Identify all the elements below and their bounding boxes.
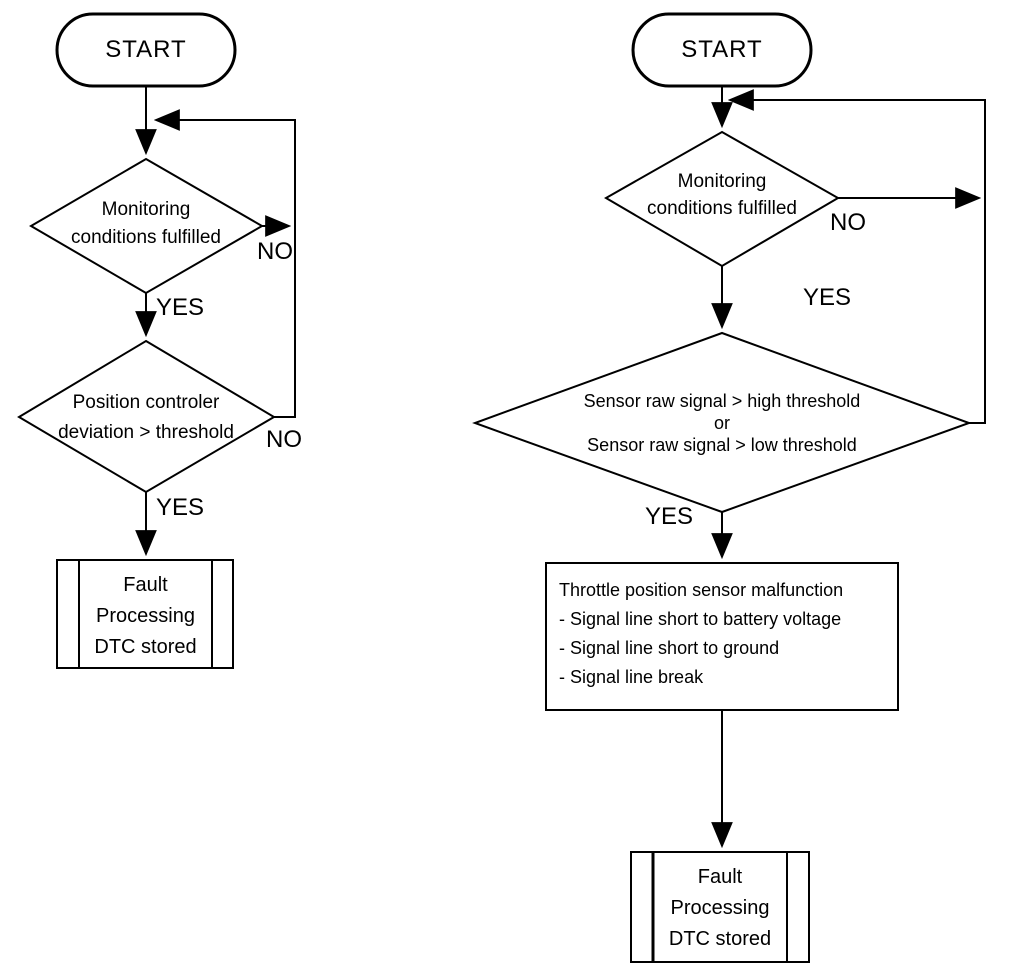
- right-fault-line3: DTC stored: [668, 928, 772, 950]
- left-decision2-yes-label: YES: [156, 494, 205, 521]
- right-process-line1: Throttle position sensor malfunction: [559, 580, 844, 600]
- right-decision1-line2: conditions fulfilled: [647, 198, 797, 219]
- right-fault-line1: Fault: [697, 866, 743, 888]
- right-process-line2: - Signal line short to battery voltage: [559, 609, 842, 629]
- left-decision1-line1: Monitoring: [101, 199, 191, 220]
- right-fault-line2: Processing: [670, 897, 770, 919]
- right-fault-text: Fault Processing DTC stored: [653, 862, 787, 955]
- right-process-line3: - Signal line short to ground: [559, 638, 780, 658]
- left-connector-no-loop: [153, 109, 296, 418]
- right-decision2-text: Sensor raw signal > high threshold or Se…: [500, 390, 944, 456]
- left-decision1-yes-label: YES: [156, 294, 205, 321]
- right-decision2-yes-label: YES: [645, 503, 694, 530]
- right-decision1-line1: Monitoring: [677, 171, 767, 192]
- left-decision2-no-label: NO: [266, 426, 302, 453]
- right-decision1-no-label: NO: [830, 209, 866, 236]
- left-fault-text: Fault Processing DTC stored: [79, 570, 212, 663]
- left-fault-line1: Fault: [123, 574, 168, 596]
- left-decision1-no-label: NO: [257, 238, 293, 265]
- left-decision2-line2: deviation > threshold: [58, 422, 234, 443]
- left-fault-line2: Processing: [96, 605, 195, 627]
- left-decision1-text: Monitoring conditions fulfilled: [40, 196, 252, 252]
- right-decision1-text: Monitoring conditions fulfilled: [616, 168, 828, 222]
- right-connector-no-loop: [727, 89, 986, 424]
- right-start-label: START: [681, 36, 763, 63]
- right-decision1-yes-label: YES: [803, 284, 852, 311]
- right-decision2-line2: or: [713, 413, 730, 433]
- left-decision2-text: Position controler deviation > threshold: [28, 388, 264, 448]
- left-decision1-line2: conditions fulfilled: [71, 227, 221, 248]
- right-process-line4: - Signal line break: [559, 667, 704, 687]
- right-decision2-line3: Sensor raw signal > low threshold: [587, 435, 857, 455]
- right-process-text: Throttle position sensor malfunction - S…: [559, 576, 891, 692]
- left-fault-box: [56, 559, 234, 669]
- left-start-label: START: [105, 36, 187, 63]
- right-decision2-line1: Sensor raw signal > high threshold: [583, 391, 861, 411]
- left-decision2-line1: Position controler: [72, 392, 220, 413]
- right-fault-box: [630, 851, 810, 963]
- left-fault-line3: DTC stored: [94, 636, 197, 658]
